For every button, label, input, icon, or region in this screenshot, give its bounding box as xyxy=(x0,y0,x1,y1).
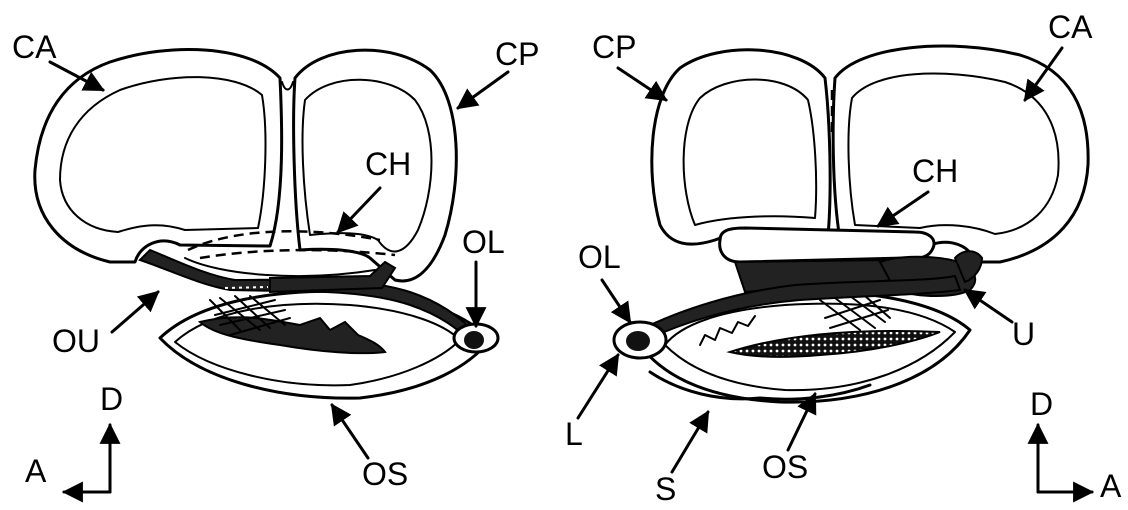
left-compass-d: D xyxy=(100,381,123,417)
left-label-ca: CA xyxy=(12,29,57,65)
left-arrow-ou xyxy=(112,292,158,332)
right-label-os: OS xyxy=(762,449,808,485)
right-label-l: L xyxy=(565,416,583,452)
left-anterior-chamber-outer xyxy=(35,49,282,262)
left-label-ch: CH xyxy=(365,146,411,182)
left-ch-lower-wall xyxy=(185,258,375,276)
right-label-ca: CA xyxy=(1048,9,1093,45)
left-orientation-compass: D A xyxy=(25,381,123,492)
right-label-s: S xyxy=(655,471,676,507)
right-arrow-s xyxy=(672,412,708,472)
left-compass-a: A xyxy=(25,453,47,489)
left-arrow-cp xyxy=(458,72,508,108)
left-label-os: OS xyxy=(362,456,408,492)
right-arrow-ol xyxy=(602,280,630,322)
left-figure: CA CP CH OL OU OS D A xyxy=(12,29,539,492)
left-label-cp: CP xyxy=(495,36,539,72)
left-label-ou: OU xyxy=(52,323,100,359)
right-compass-a: A xyxy=(1100,468,1122,504)
right-posterior-chamber-outer xyxy=(652,50,830,244)
left-ol-core xyxy=(464,331,484,349)
left-arrow-os xyxy=(332,405,368,458)
right-compass-d: D xyxy=(1030,386,1053,422)
right-figure: CP CA CH OL U L S OS D A xyxy=(565,9,1122,507)
right-orientation-compass: D A xyxy=(1030,386,1122,504)
right-label-u: U xyxy=(1012,316,1035,352)
right-arrow-cp xyxy=(618,68,666,100)
right-label-ch: CH xyxy=(912,153,958,189)
left-label-ol: OL xyxy=(462,224,505,260)
right-arrow-l xyxy=(578,355,618,418)
right-label-cp: CP xyxy=(592,29,636,65)
right-arrow-u xyxy=(965,290,1012,322)
left-chamber-junction xyxy=(282,82,293,90)
right-ol-core xyxy=(626,331,650,351)
left-ch-dark-strip xyxy=(270,262,395,292)
right-label-ol: OL xyxy=(578,239,621,275)
